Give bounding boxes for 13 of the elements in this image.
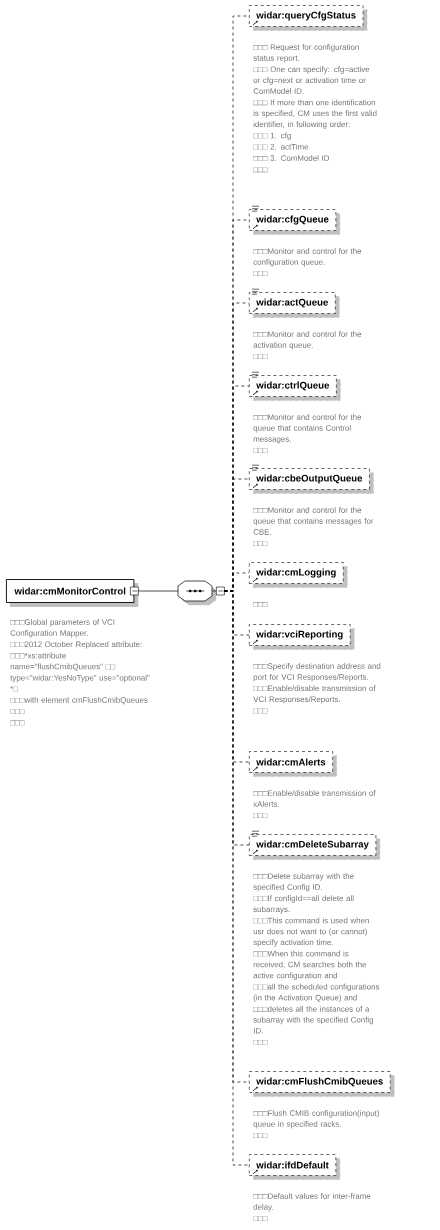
element-box: widar:cmAlerts: [249, 751, 337, 777]
element-box: widar:vciReporting: [249, 624, 355, 650]
element-box: widar:actQueue: [249, 292, 340, 318]
element-box: widar:cbeOutputQueue: [249, 468, 374, 494]
connector-line: [138, 590, 179, 592]
element-box: widar:cmDeleteSubarray: [249, 834, 381, 860]
element-box: widar:cfgQueue: [249, 209, 341, 235]
element-box: widar:ctrlQueue: [249, 375, 341, 401]
element-box: widar:cmLogging: [249, 562, 348, 588]
element-box: widar:queryCfgStatus: [249, 5, 368, 31]
element-box: widar:cmFlushCmibQueues: [249, 1071, 395, 1097]
element-box: widar:cmMonitorControl: [6, 579, 139, 607]
element-box: widar:ifdDefault: [249, 1154, 341, 1180]
